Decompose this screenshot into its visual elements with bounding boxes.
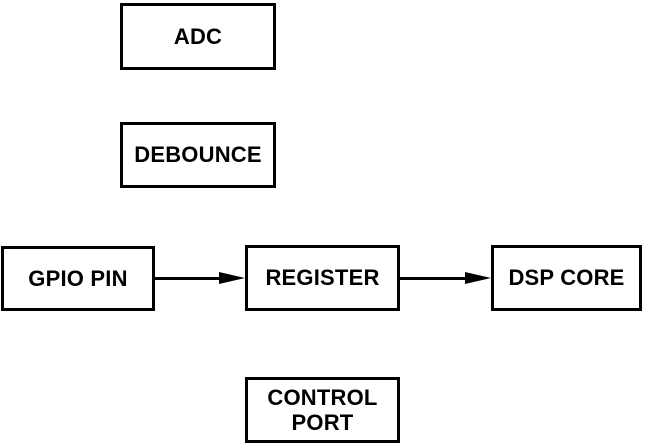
arrow-line [400, 277, 468, 280]
node-dsp-core-label: DSP CORE [508, 265, 625, 291]
arrow-head-right-icon [219, 272, 245, 284]
node-debounce: DEBOUNCE [120, 122, 276, 188]
node-gpio-pin: GPIO PIN [1, 246, 155, 311]
node-control-port: CONTROL PORT [245, 377, 400, 443]
node-dsp-core: DSP CORE [491, 245, 642, 311]
node-control-port-label: CONTROL PORT [267, 384, 378, 435]
node-adc-label: ADC [173, 23, 223, 49]
node-debounce-label: DEBOUNCE [134, 142, 262, 168]
arrow-head-right-icon [465, 272, 491, 284]
node-register-label: REGISTER [265, 265, 380, 291]
node-register: REGISTER [245, 245, 400, 311]
arrow-line [155, 277, 222, 280]
node-gpio-pin-label: GPIO PIN [28, 265, 128, 291]
node-adc: ADC [120, 3, 276, 70]
